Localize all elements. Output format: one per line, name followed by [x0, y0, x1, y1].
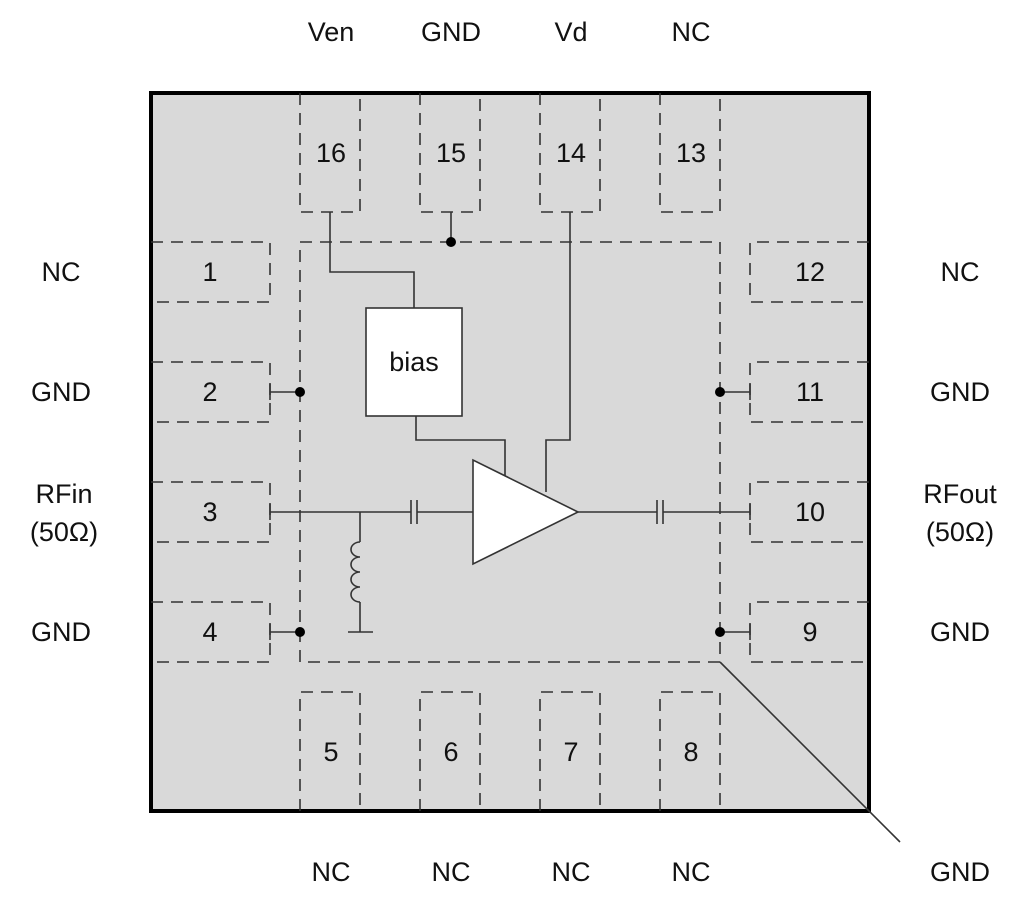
pin-number-10: 10 [795, 497, 825, 527]
label-pin-10-impedance: (50Ω) [926, 517, 994, 547]
pin-number-11: 11 [796, 377, 824, 407]
pin-number-6: 6 [443, 737, 458, 767]
pin-number-1: 1 [202, 257, 217, 287]
pad-7 [539, 691, 601, 811]
junction-dot-pin9 [715, 627, 725, 637]
pad-12 [749, 241, 869, 303]
pad-8 [659, 691, 721, 811]
label-pin-8: NC [672, 857, 711, 887]
wire-bias-to-amp [415, 416, 506, 477]
exposed-pad-leader-line [719, 661, 901, 843]
junction-dot-pin4 [295, 627, 305, 637]
label-pin-13: NC [672, 17, 711, 47]
label-pin-5: NC [312, 857, 351, 887]
label-pin-7: NC [552, 857, 591, 887]
bias-block-label: bias [389, 347, 439, 377]
label-pin-3-impedance: (50Ω) [30, 517, 98, 547]
exposed-paddle [299, 241, 721, 663]
signal-labels: Ven GND Vd NC NC GND RFin (50Ω) GND NC G… [30, 17, 997, 887]
label-pin-10: RFout [923, 479, 997, 509]
pad-15 [419, 93, 481, 213]
pin-number-16: 16 [316, 138, 346, 168]
pad-6 [419, 691, 481, 811]
label-exposed-pad-gnd: GND [930, 857, 990, 887]
bias-block [365, 307, 463, 417]
pin-number-12: 12 [795, 257, 825, 287]
label-pin-2: GND [31, 377, 91, 407]
wire-ven-to-bias [329, 212, 415, 308]
wire-vd-to-amp [545, 212, 571, 492]
ground-connections [269, 212, 751, 640]
label-pin-1: NC [42, 257, 81, 287]
label-pin-3: RFin [35, 479, 92, 509]
label-pin-4: GND [31, 617, 91, 647]
junction-dot-pin11 [715, 387, 725, 397]
label-pin-11: GND [930, 377, 990, 407]
pad-13 [659, 93, 721, 213]
pin-number-9: 9 [802, 617, 817, 647]
label-pin-12: NC [941, 257, 980, 287]
amplifier-icon [472, 458, 580, 566]
pin-number-8: 8 [683, 737, 698, 767]
pin-number-3: 3 [202, 497, 217, 527]
junction-dot-pin15 [446, 237, 456, 247]
label-pin-16: Ven [308, 17, 355, 47]
pin-number-2: 2 [202, 377, 217, 407]
pin-number-15: 15 [436, 138, 466, 168]
junction-dot-pin2 [295, 387, 305, 397]
pin-number-14: 14 [556, 138, 586, 168]
pin-number-13: 13 [676, 138, 706, 168]
pin-number-7: 7 [563, 737, 578, 767]
inductor-icon [350, 541, 361, 603]
pad-1 [151, 241, 271, 303]
pin-number-4: 4 [202, 617, 217, 647]
label-pin-14: Vd [554, 17, 587, 47]
pad-5 [299, 691, 361, 811]
bottom-pads [299, 691, 721, 811]
label-pin-15: GND [421, 17, 481, 47]
label-pin-9: GND [930, 617, 990, 647]
label-pin-6: NC [432, 857, 471, 887]
pin-numbers: 16 15 14 13 1 2 3 4 12 11 10 9 5 6 7 8 [202, 138, 825, 767]
pin-number-5: 5 [323, 737, 338, 767]
